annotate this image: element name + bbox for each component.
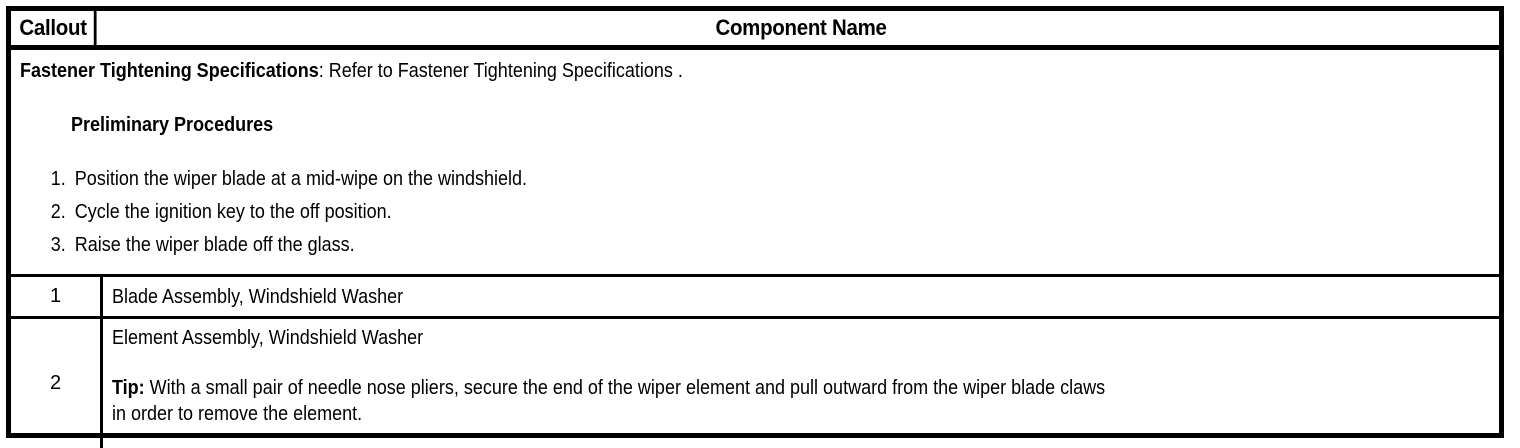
callout-number: 2 (49, 372, 62, 394)
table-header-row: Callout Component Name (11, 11, 1499, 50)
callout-number-cell: 1 (11, 277, 103, 316)
component-name-text: Blade Assembly, Windshield Washer (112, 285, 404, 308)
preliminary-procedures-heading: Preliminary Procedures (11, 113, 1499, 137)
column-header-callout-label: Callout (19, 15, 87, 40)
component-callout-table: Callout Component Name Fastener Tighteni… (6, 6, 1504, 448)
list-item-number: 1. (50, 168, 66, 190)
fastener-specifications-reference: : Refer to Fastener Tightening Specifica… (318, 60, 683, 82)
table-row: 2 Element Assembly, Windshield Washer Ti… (11, 319, 1499, 448)
callout-number: 1 (49, 285, 62, 307)
fastener-specifications-line: Fastener Tightening Specifications: Refe… (11, 59, 1499, 84)
list-item-text: Position the wiper blade at a mid-wipe o… (74, 168, 528, 190)
tip-text-line-1: With a small pair of needle nose pliers,… (144, 377, 1106, 399)
list-item-number: 2. (50, 201, 66, 223)
component-name-cell: Element Assembly, Windshield Washer Tip:… (103, 319, 1499, 448)
fastener-specifications-label: Fastener Tightening Specifications (20, 60, 319, 82)
callout-number-cell: 2 (11, 319, 103, 448)
component-name-text: Element Assembly, Windshield Washer (112, 327, 424, 349)
list-item-text: Cycle the ignition key to the off positi… (74, 201, 392, 223)
component-name-cell: Blade Assembly, Windshield Washer (103, 277, 1499, 316)
list-item: 2. Cycle the ignition key to the off posi… (11, 196, 1499, 229)
list-item: 1. Position the wiper blade at a mid-wipe… (11, 163, 1499, 196)
column-header-component-name-label: Component Name (715, 15, 887, 40)
preliminary-procedures-heading-label: Preliminary Procedures (71, 114, 274, 136)
list-item-number: 3. (50, 234, 66, 256)
list-item: 3. Raise the wiper blade off the glass. (11, 229, 1499, 262)
preliminary-procedures-list: 1. Position the wiper blade at a mid-wipe… (11, 163, 1499, 262)
tip-text-line-2: in order to remove the element. (112, 403, 363, 425)
column-header-component-name: Component Name (103, 11, 1499, 45)
tip-label: Tip: (112, 377, 145, 399)
tip-note: Tip: With a small pair of needle nose pl… (112, 375, 1499, 427)
column-header-callout: Callout (11, 11, 97, 45)
table-row: 1 Blade Assembly, Windshield Washer (11, 277, 1499, 319)
list-item-text: Raise the wiper blade off the glass. (74, 234, 355, 256)
fastener-specifications-row: Fastener Tightening Specifications: Refe… (11, 50, 1499, 277)
